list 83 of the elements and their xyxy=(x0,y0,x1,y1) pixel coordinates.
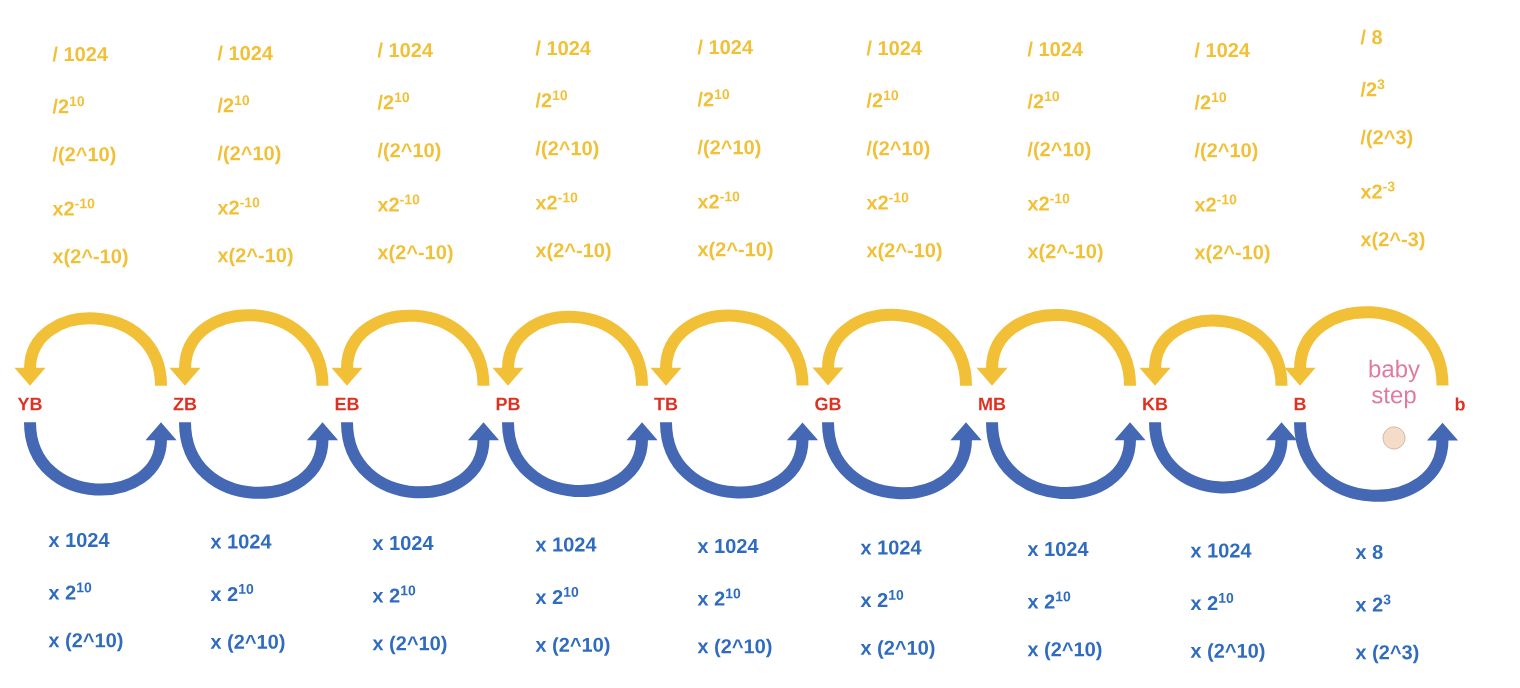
divide-label: / 1024 xyxy=(217,45,273,61)
divide-label: x(2^-10) xyxy=(1194,244,1270,264)
divide-label: x2$^{-10}$ xyxy=(52,198,95,216)
unit-label: ZB xyxy=(173,397,197,411)
note-text: baby step xyxy=(1369,359,1420,409)
divide-label: /2$^{10}$ xyxy=(377,92,410,110)
divide-label: x(2^-10) xyxy=(535,242,611,262)
divide-label: x(2^-10) xyxy=(52,248,128,268)
divide-label: / 1024 xyxy=(697,39,753,55)
divide-label: /2$^{10}$ xyxy=(1194,92,1227,110)
divide-label: / 8 xyxy=(1360,29,1382,45)
divide-label: /(2^10) xyxy=(1027,141,1091,161)
divide-label: / 1024 xyxy=(377,42,433,58)
divide-label: /2$^{10}$ xyxy=(52,96,85,114)
multiply-label: x 1024 xyxy=(210,534,272,549)
multiply-label: x (2^10) xyxy=(210,634,285,653)
multiply-label: x 1024 xyxy=(697,538,759,554)
multiply-label: x (2^10) xyxy=(48,632,123,652)
divide-label: x(2^-3) xyxy=(1360,231,1425,251)
multiply-label: x 1024 xyxy=(1027,541,1089,557)
divide-label: /(2^3) xyxy=(1360,129,1413,149)
divide-label: x2$^{-10}$ xyxy=(377,194,420,212)
divide-label: x2$^{-3}$ xyxy=(1360,181,1395,199)
divide-label: /2$^{10}$ xyxy=(697,89,730,107)
divide-label: / 1024 xyxy=(535,40,591,56)
multiply-label: x (2^10) xyxy=(697,638,772,658)
multiply-label: x 2$^{10}$ xyxy=(697,588,741,606)
divide-label: x(2^-10) xyxy=(217,247,293,267)
divide-label: /(2^10) xyxy=(535,140,599,160)
divide-label: x2$^{-10}$ xyxy=(1194,194,1237,212)
multiply-label: x (2^10) xyxy=(1190,643,1265,662)
divide-label: /(2^10) xyxy=(1194,142,1258,162)
multiply-label: x 2$^{10}$ xyxy=(210,584,254,601)
unit-label: B xyxy=(1294,397,1306,411)
divide-label: /(2^10) xyxy=(217,145,281,165)
multiply-label: x 2$^{10}$ xyxy=(860,590,904,607)
divide-label: /(2^10) xyxy=(377,142,441,162)
divide-label: / 1024 xyxy=(52,46,108,62)
multiply-label: x 2$^{10}$ xyxy=(1190,593,1234,610)
divide-label: x2$^{-10}$ xyxy=(697,191,740,209)
unit-label: EB xyxy=(335,397,359,411)
multiply-label: x 2$^{10}$ xyxy=(1027,591,1071,609)
divide-label: x2$^{-10}$ xyxy=(217,197,260,215)
divide-label: x(2^-10) xyxy=(866,242,942,262)
divide-label: x2$^{-10}$ xyxy=(866,192,909,210)
divide-label: /2$^{10}$ xyxy=(217,95,250,113)
multiply-label: x 1024 xyxy=(372,535,434,551)
multiply-label: x 2$^{10}$ xyxy=(372,585,416,603)
unit-label: TB xyxy=(654,397,678,411)
multiply-label: x 8 xyxy=(1355,544,1383,560)
divide-label: x(2^-10) xyxy=(377,244,453,264)
multiply-label: x (2^10) xyxy=(372,635,447,655)
multiply-label: x 2$^{10}$ xyxy=(48,582,92,600)
multiply-label: x 1024 xyxy=(1190,543,1252,558)
unit-label: b xyxy=(1455,397,1465,411)
divide-label: /2$^{10}$ xyxy=(1027,91,1060,109)
multiply-label: x (2^10) xyxy=(1027,641,1102,661)
divide-label: x2$^{-10}$ xyxy=(535,192,578,210)
multiply-label: x 1024 xyxy=(860,540,922,555)
unit-label: KB xyxy=(1143,397,1168,411)
unit-label: GB xyxy=(815,397,841,411)
divide-label: /(2^10) xyxy=(697,139,761,159)
unit-label: MB xyxy=(979,397,1006,411)
multiply-label: x 2$^{3}$ xyxy=(1355,594,1391,612)
divide-label: /(2^10) xyxy=(866,140,930,160)
unit-label: YB xyxy=(17,397,42,411)
multiply-label: x 2$^{10}$ xyxy=(535,587,579,604)
divide-label: /2$^{10}$ xyxy=(866,90,899,108)
unit-label: PB xyxy=(496,397,520,411)
multiply-label: x (2^3) xyxy=(1355,644,1419,664)
multiply-label: x 1024 xyxy=(535,537,597,552)
multiply-label: x (2^10) xyxy=(860,640,935,659)
divide-label: /2$^{10}$ xyxy=(535,90,568,108)
multiply-label: x 1024 xyxy=(48,532,110,548)
divide-label: x2$^{-10}$ xyxy=(1027,193,1070,211)
divide-label: /(2^10) xyxy=(52,146,116,166)
divide-label: /2$^{3}$ xyxy=(1360,79,1385,97)
divide-label: x(2^-10) xyxy=(1027,243,1103,263)
divide-label: / 1024 xyxy=(1027,41,1083,57)
divide-label: x(2^-10) xyxy=(697,241,773,261)
divide-label: / 1024 xyxy=(866,40,922,56)
divide-label: / 1024 xyxy=(1194,42,1250,58)
multiply-label: x (2^10) xyxy=(535,637,610,656)
